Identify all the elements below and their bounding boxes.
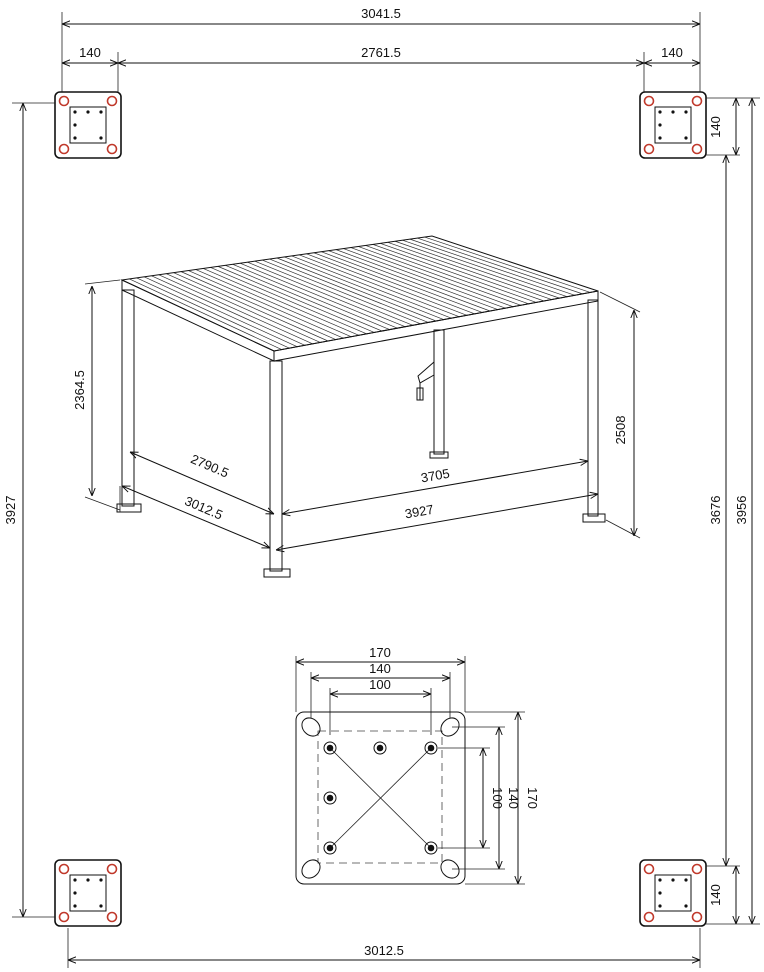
roof-slat [129,278,282,350]
bottom-dimension-group: 3012.5 [67,928,701,968]
dim-plate-height-inner: 100 [490,787,505,809]
top-dimension-group: 3041.5 140 2761.5 140 [61,6,701,95]
roof-slat [409,238,575,296]
dim-right-top-plate: 140 [708,116,723,138]
roof-slat [380,243,545,302]
roof-slat [358,246,521,306]
dim-top-left-offset: 140 [79,45,101,60]
roof-slat [188,270,344,339]
roof-slat [195,269,352,338]
corner-plate-top-right [639,91,707,159]
roof-slat [313,252,475,315]
roof-slat [402,239,568,298]
roof-slat [291,255,452,319]
dim-pergola-depth-outer: 3012.5 [183,493,225,522]
dim-right-outer: 3956 [734,496,749,525]
base-plate-detail: 170 140 100 170 [295,645,540,885]
corner-plate-bottom-left [54,859,122,927]
roof-slat [365,245,529,305]
dim-top-right-offset: 140 [661,45,683,60]
roof-slat [166,273,321,343]
roof-slat [232,263,390,330]
roof-slat [151,275,306,346]
roof-slat [158,274,313,345]
roof-slat [276,257,437,322]
roof-slat [143,276,298,348]
roof-slat [284,256,444,320]
roof-slats [129,236,591,350]
roof-slat [180,271,336,340]
dim-pergola-depth-inner: 2790.5 [189,451,231,480]
roof-slat [217,266,375,333]
roof-slat [225,265,383,332]
dim-pergola-height-right: 2508 [613,416,628,445]
dim-right-inner: 3676 [708,496,723,525]
dim-plate-width-mid: 140 [369,661,391,676]
dim-pergola-width-inner: 3705 [420,466,451,486]
roof-slat [203,268,359,336]
roof-slat [387,241,552,300]
roof-slat [299,254,460,318]
roof-slat [247,261,406,328]
right-dimension-group: 140 3676 3956 140 [706,97,760,925]
corner-plate-bottom-right [639,859,707,927]
dim-top-middle: 2761.5 [361,45,401,60]
roof-slat [328,250,491,312]
roof-slat [173,272,329,342]
dim-plate-width-inner: 100 [369,677,391,692]
roof-slat [394,240,560,299]
dim-right-bottom-plate: 140 [708,884,723,906]
dim-plate-height-mid: 140 [506,787,521,809]
roof-slat [417,237,583,295]
roof-slat [321,251,483,313]
dim-pergola-height-left: 2364.5 [72,370,87,410]
dim-bottom-total: 3012.5 [364,943,404,958]
dim-plate-height-outer: 170 [525,787,540,809]
roof-slat [269,258,429,323]
pergola-perspective: 2364.5 2508 2790.5 3012.5 3705 3927 [72,235,641,578]
left-dimension-group: 3927 [3,102,55,918]
roof-slat [424,236,591,293]
dim-left-total: 3927 [3,496,18,525]
roof-slat [335,249,498,310]
roof-slat [210,267,367,335]
roof-slat [262,259,421,325]
roof-slat [372,244,537,303]
dim-top-total: 3041.5 [361,6,401,21]
roof-slat [306,253,467,316]
dim-plate-width-outer: 170 [369,645,391,660]
dim-pergola-width-outer: 3927 [404,502,435,522]
roof-slat [254,260,413,326]
corner-plate-top-left [54,91,122,159]
roof-slat [350,247,514,308]
roof-slat [239,262,398,329]
roof-slat [136,277,290,349]
roof-slat [343,248,506,309]
